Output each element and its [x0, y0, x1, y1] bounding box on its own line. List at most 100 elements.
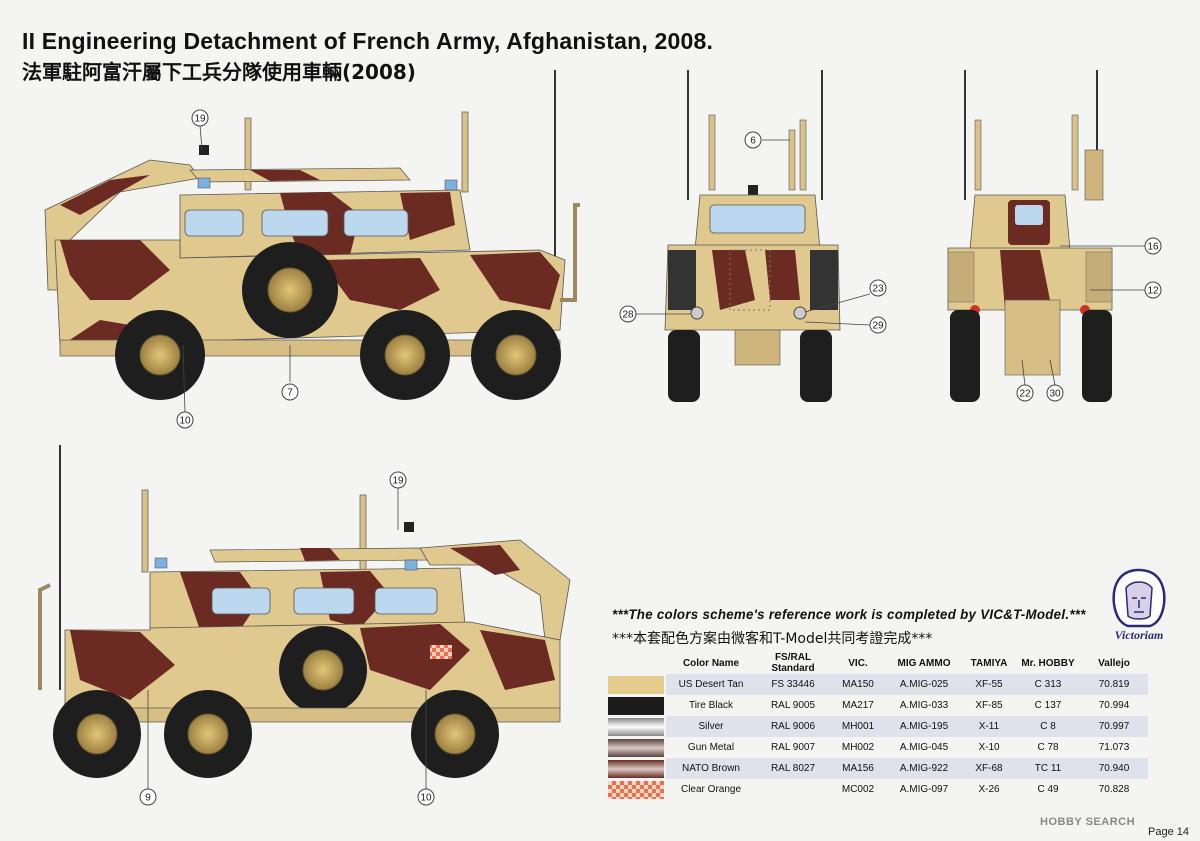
color-swatch-chip — [608, 717, 664, 736]
cell-name: Tire Black — [688, 700, 734, 711]
cell-name: Clear Orange — [680, 784, 742, 795]
cell-mig: A.MIG-045 — [899, 742, 949, 753]
front-view — [664, 70, 841, 402]
cell-vallejo: 70.994 — [1098, 700, 1130, 711]
callout-22: 22 — [1016, 384, 1034, 402]
cell-fs: FS 33446 — [756, 674, 830, 695]
color-swatch-chip — [608, 675, 664, 694]
side-view-left — [44, 70, 580, 400]
cell-mig: A.MIG-033 — [899, 700, 949, 711]
cell-vic: MC002 — [841, 784, 875, 795]
col-header-vallejo: Vallejo — [1098, 657, 1130, 669]
callout-10a: 10 — [176, 411, 194, 429]
cell-vallejo: 70.819 — [1080, 674, 1148, 695]
cell-fs: RAL 9005 — [770, 700, 816, 711]
cell-mig: A.MIG-025 — [886, 674, 962, 695]
cell-name: US Desert Tan — [666, 674, 756, 695]
color-swatch — [606, 695, 666, 716]
col-header-fs-ral: FS/RAL Standard — [771, 652, 815, 674]
cell-fs: RAL 9006 — [756, 716, 830, 737]
svg-text:19: 19 — [392, 476, 404, 487]
page-subtitle: 法軍駐阿富汗屬下工兵分隊使用車輛(2008) — [22, 60, 416, 84]
col-header-color-name: Color Name — [682, 657, 740, 669]
callout-leaders — [147, 124, 1145, 790]
cell-mig: A.MIG-195 — [886, 716, 962, 737]
cell-tamiya: XF-85 — [975, 700, 1003, 711]
col-header-vic: VIC. — [848, 657, 868, 669]
hobby-search-watermark: HOBBY SEARCH — [1040, 816, 1136, 828]
credit-note-english: ***The colors scheme's reference work is… — [612, 606, 1086, 622]
color-swatch-chip — [608, 738, 664, 757]
svg-text:19: 19 — [194, 114, 206, 125]
cell-vic: MA150 — [830, 674, 886, 695]
cell-vic: MA217 — [842, 700, 874, 711]
cell-mr: C 8 — [1016, 716, 1080, 737]
callout-9: 9 — [139, 788, 157, 806]
callout-19a: 19 — [191, 109, 209, 127]
cell-fs: RAL 9007 — [770, 742, 816, 753]
callout-28: 28 — [619, 305, 637, 323]
cell-name: Gun Metal — [687, 742, 735, 753]
cell-tamiya: XF-55 — [962, 674, 1016, 695]
color-swatch — [606, 779, 666, 800]
col-header-tamiya: TAMIYA — [970, 657, 1008, 669]
cell-mr: C 313 — [1016, 674, 1080, 695]
cell-mr: C 137 — [1034, 700, 1062, 711]
color-swatch-chip — [608, 780, 664, 799]
cell-fs: RAL 8027 — [756, 758, 830, 779]
table-row: Tire Black RAL 9005 MA217 A.MIG-033 XF-85 C 1… — [606, 695, 1148, 716]
svg-text:10: 10 — [179, 416, 191, 427]
cell-vic: MH002 — [841, 742, 875, 753]
cell-mig: A.MIG-097 — [899, 784, 949, 795]
cell-tamiya: XF-68 — [962, 758, 1016, 779]
col-header-mig-ammo: MIG AMMO — [897, 657, 951, 669]
callout-6: 6 — [744, 131, 762, 149]
logo-text: Victoriam — [1114, 628, 1164, 642]
callout-10b: 10 — [417, 788, 435, 806]
svg-text:16: 16 — [1147, 242, 1159, 253]
page-number: Page 14 — [1148, 826, 1189, 838]
swatch-header — [606, 652, 666, 674]
cell-vallejo: 70.940 — [1080, 758, 1148, 779]
svg-text:6: 6 — [750, 136, 756, 147]
svg-text:10: 10 — [420, 793, 432, 804]
cell-vallejo: 70.997 — [1080, 716, 1148, 737]
cell-tamiya: X-11 — [962, 716, 1016, 737]
cell-vic: MH001 — [830, 716, 886, 737]
svg-text:9: 9 — [145, 793, 151, 804]
callout-29: 29 — [869, 316, 887, 334]
cell-name: Silver — [666, 716, 756, 737]
callout-19b: 19 — [389, 471, 407, 489]
cell-mr: C 78 — [1037, 742, 1059, 753]
rear-view — [947, 70, 1113, 402]
color-swatch-chip — [608, 759, 664, 778]
cell-mr: C 49 — [1037, 784, 1059, 795]
callout-23: 23 — [869, 279, 887, 297]
svg-text:23: 23 — [872, 284, 884, 295]
cell-mig: A.MIG-922 — [886, 758, 962, 779]
svg-text:28: 28 — [622, 310, 634, 321]
col-header-mr-hobby: Mr. HOBBY — [1021, 657, 1075, 669]
cell-mr: TC 11 — [1016, 758, 1080, 779]
callout-30: 30 — [1046, 384, 1064, 402]
side-view-right — [38, 445, 571, 778]
svg-text:12: 12 — [1147, 286, 1159, 297]
color-swatch — [606, 674, 666, 695]
cell-vallejo: 70.828 — [1098, 784, 1130, 795]
credit-note-chinese: ***本套配色方案由微客和T-Model共同考證完成*** — [612, 631, 933, 647]
victoriam-logo — [1112, 568, 1166, 628]
cell-vic: MA156 — [830, 758, 886, 779]
color-swatch — [606, 758, 666, 779]
table-header-row: Color Name FS/RAL Standard VIC. MIG AMMO… — [606, 652, 1148, 674]
color-swatch-chip — [608, 696, 664, 715]
svg-text:29: 29 — [872, 321, 884, 332]
cell-tamiya: X-10 — [978, 742, 1000, 753]
color-swatch — [606, 737, 666, 758]
cell-fs — [756, 779, 830, 800]
